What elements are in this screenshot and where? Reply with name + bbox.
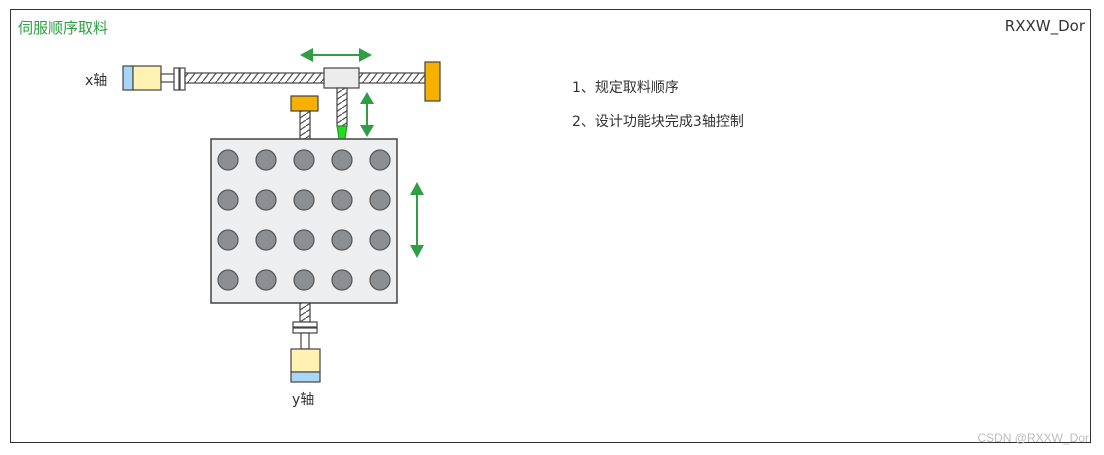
x-carriage: [323, 67, 360, 89]
tray-hole: [331, 189, 353, 211]
tray-hole: [255, 269, 277, 291]
y-coupling: [292, 327, 318, 334]
z-ball-screw: [336, 87, 348, 127]
y-ball-screw-lower: [299, 302, 311, 323]
diagram-title: 伺服顺序取料: [18, 19, 109, 37]
tray-hole: [293, 149, 315, 171]
y-guide-end-block: [290, 95, 319, 112]
x-screw-end-block: [424, 61, 441, 102]
watermark: CSDN @RXXW_Dor: [977, 431, 1089, 445]
y-motor-body: [290, 348, 321, 373]
x-coupling: [179, 67, 186, 91]
x-ball-screw: [184, 72, 426, 84]
x-axis-servo-motor: [122, 65, 186, 91]
tray-hole: [217, 189, 239, 211]
x-direction-arrow: [300, 48, 372, 62]
tray-hole: [369, 229, 391, 251]
x-motor-body: [132, 65, 162, 91]
y-motor-end-cap: [290, 371, 321, 383]
tray-hole: [293, 189, 315, 211]
tray-hole: [217, 269, 239, 291]
tray-hole: [217, 149, 239, 171]
y-ball-screw-upper: [299, 110, 311, 140]
note-item: 2、设计功能块完成3轴控制: [572, 114, 744, 130]
tray-hole: [369, 149, 391, 171]
tray-hole: [293, 229, 315, 251]
tray-hole: [331, 149, 353, 171]
tray-hole: [331, 229, 353, 251]
tray-hole: [255, 189, 277, 211]
tray-hole: [217, 229, 239, 251]
tray-hole-grid: [217, 149, 391, 291]
y-coupling: [292, 321, 318, 328]
x-motor-end-cap: [122, 65, 134, 91]
y-axis-label: y轴: [292, 392, 315, 408]
tray-hole: [255, 149, 277, 171]
tray-hole: [369, 269, 391, 291]
y-direction-arrow: [410, 182, 424, 258]
tray-hole: [331, 269, 353, 291]
z-direction-arrow: [360, 92, 374, 137]
y-motor-shaft: [300, 332, 310, 350]
x-axis-label: x轴: [85, 73, 108, 89]
x-coupling: [173, 67, 180, 91]
note-item: 1、规定取料顺序: [572, 80, 679, 96]
tray-hole: [255, 229, 277, 251]
tray-hole: [293, 269, 315, 291]
y-axis-servo-motor: [290, 348, 321, 383]
x-motor-shaft: [160, 73, 176, 83]
tray-hole: [369, 189, 391, 211]
author-tag: RXXW_Dor: [1004, 17, 1085, 35]
